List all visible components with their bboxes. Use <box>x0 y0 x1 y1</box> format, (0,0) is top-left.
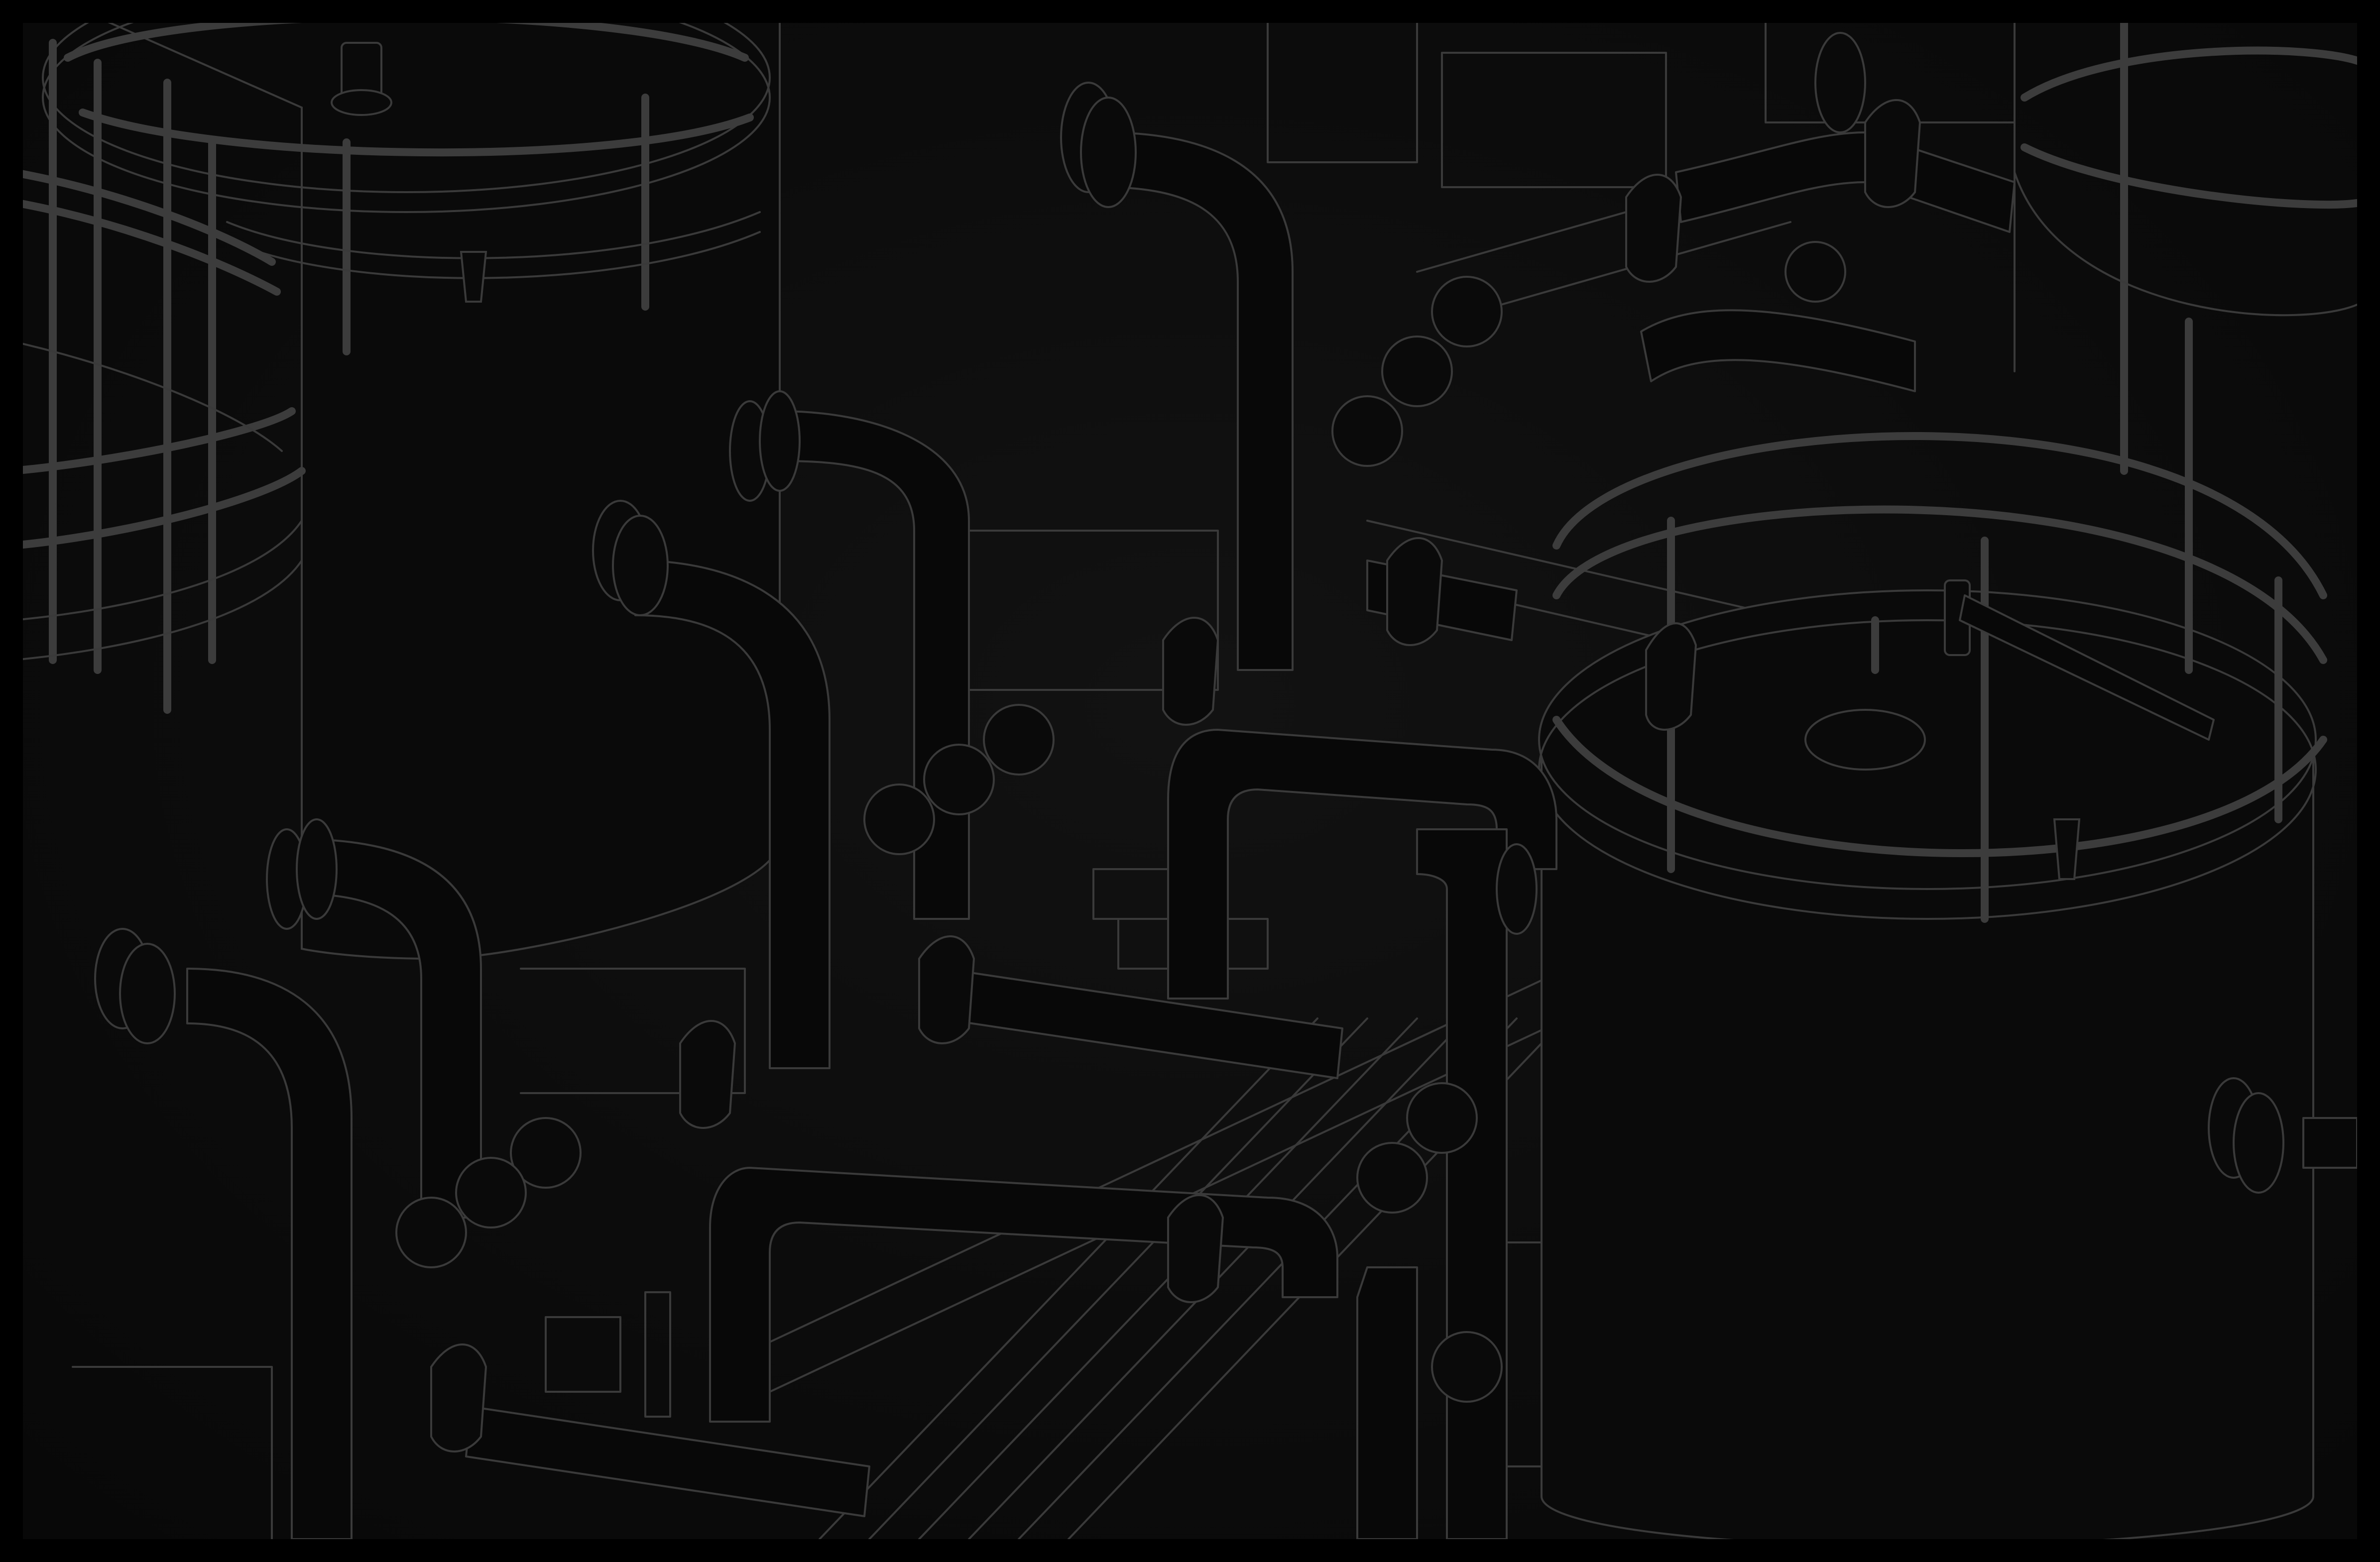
valve <box>395 241 1846 1403</box>
safety-railing <box>2014 23 2357 674</box>
pipework-drawing <box>23 23 2357 1539</box>
storage-tank <box>42 23 781 960</box>
pipe-flange <box>94 32 2284 1194</box>
storage-tank <box>1538 432 2327 1539</box>
pipe-clamp <box>430 99 1921 1452</box>
safety-railing <box>23 39 306 714</box>
pipework-illustration <box>23 23 2357 1539</box>
